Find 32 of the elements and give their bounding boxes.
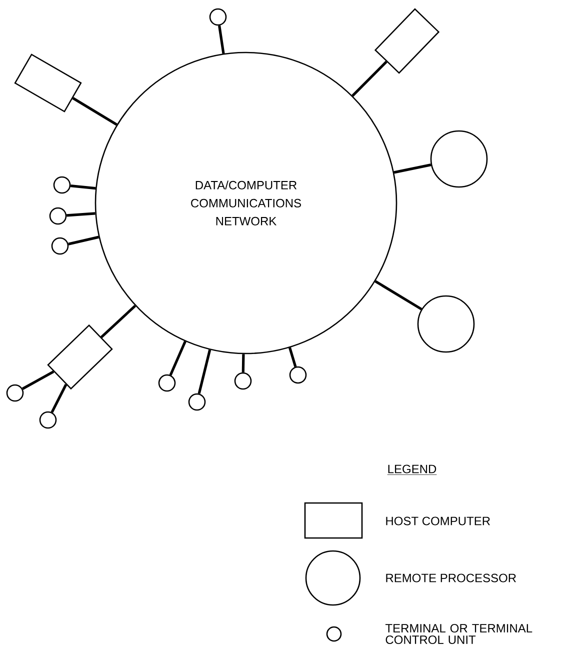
terminal-circle: [6, 384, 24, 402]
terminal-circle: [234, 372, 252, 390]
legend-text: REMOTE PROCESSOR: [386, 574, 516, 582]
legend-text: TERMINAL OR TERMINAL CONTROL UNIT: [385, 624, 532, 644]
connector-line: [242, 354, 245, 372]
legend-heading: LEGEND: [387, 464, 437, 475]
terminal-circle: [289, 366, 307, 384]
connector-line: [218, 25, 225, 54]
terminal-circle: [49, 207, 67, 225]
connector-line: [374, 280, 422, 310]
connector-line: [68, 236, 100, 246]
connector-line: [352, 60, 388, 97]
processor-circle: [417, 295, 475, 353]
legend-text: HOST COMPUTER: [386, 516, 490, 526]
processor-circle: [430, 130, 488, 188]
terminal-circle: [158, 374, 176, 392]
connector-line: [66, 212, 96, 217]
terminal-circle: [51, 237, 69, 255]
terminal-circle: [39, 411, 57, 429]
connector-line: [169, 340, 186, 376]
connector-line: [394, 164, 432, 174]
connector-line: [198, 349, 212, 394]
terminal-circle: [209, 8, 227, 26]
connector-line: [22, 370, 54, 390]
host-box: [14, 54, 82, 112]
terminal-circle: [188, 393, 206, 411]
connector-line: [50, 384, 68, 413]
connector-line: [100, 304, 136, 338]
connector-line: [72, 97, 118, 126]
connector-line: [288, 347, 297, 368]
terminal-circle: [53, 176, 71, 194]
connector-line: [70, 184, 96, 190]
